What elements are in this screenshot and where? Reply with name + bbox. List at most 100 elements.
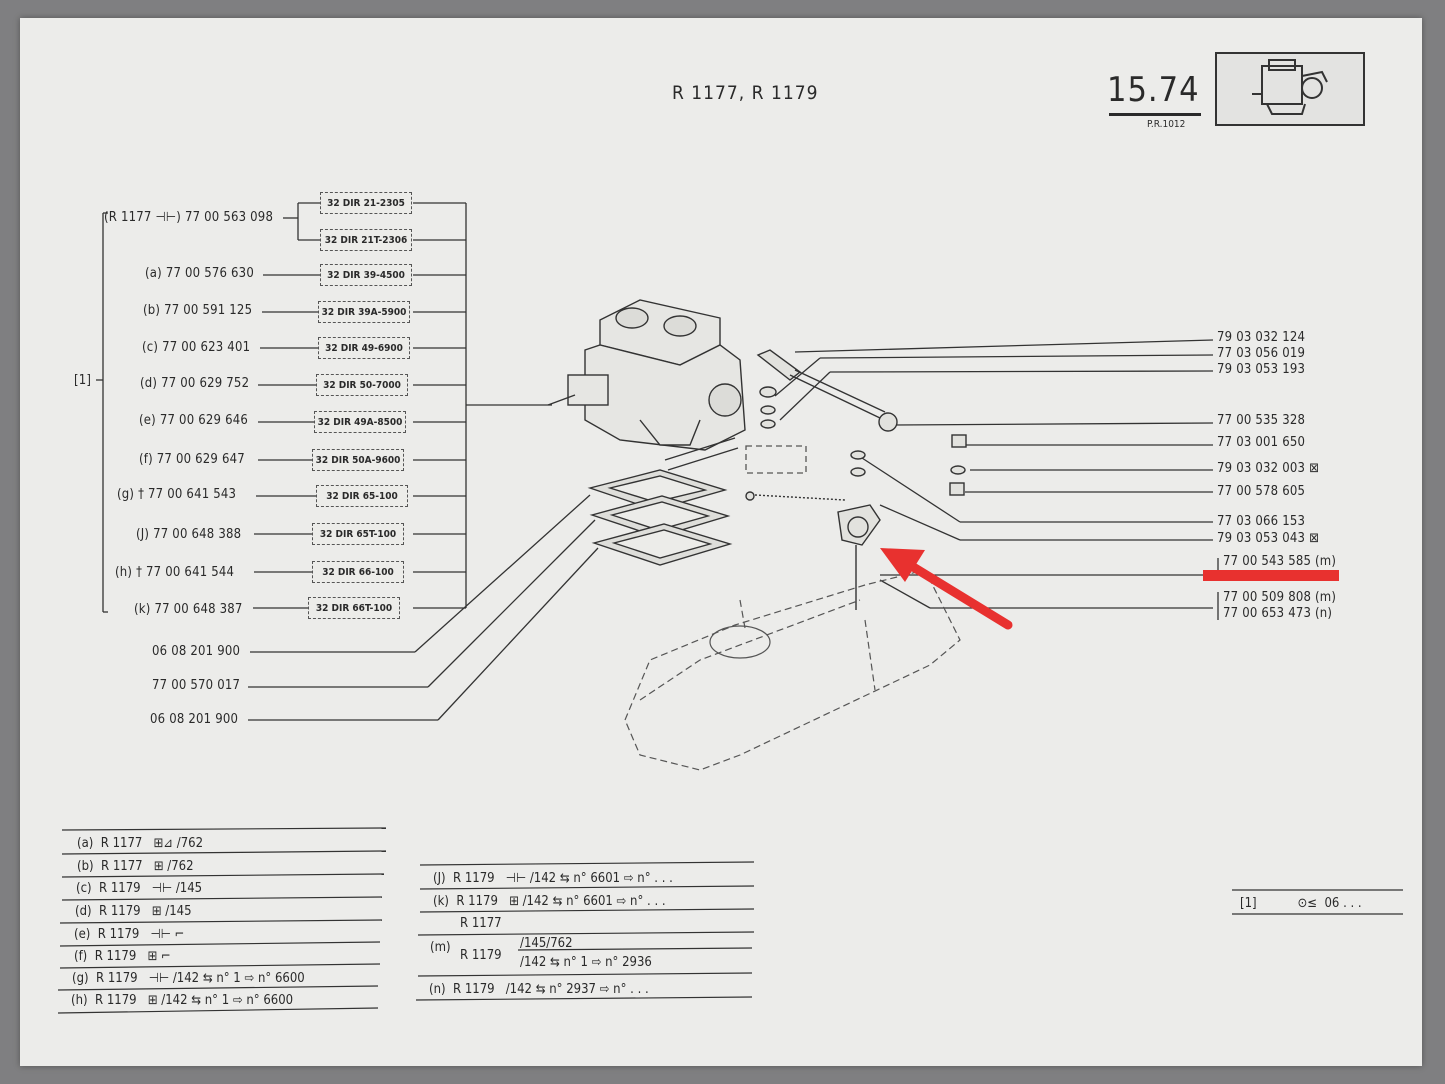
part-number-row: (h) † 77 00 641 544 bbox=[115, 565, 234, 580]
right-part-number: 77 03 001 650 bbox=[1217, 435, 1306, 450]
legend-spec: ⊞ /145 bbox=[151, 904, 192, 919]
part-number: 77 00 623 401 bbox=[162, 340, 251, 355]
legend-row: (k) R 1179 ⊞ /142 ⇆ n° 6601 ⇨ n° . . . bbox=[433, 894, 666, 909]
pr-code: P.R.1012 bbox=[1147, 119, 1186, 130]
red-highlight-bar bbox=[1203, 570, 1339, 581]
legend-spec: /145/762 bbox=[520, 936, 573, 951]
part-number-row: (a) 77 00 576 630 bbox=[145, 266, 254, 281]
legend-row: (d) R 1179 ⊞ /145 bbox=[75, 904, 192, 919]
right-part-number: 79 03 032 003 ⊠ bbox=[1217, 461, 1319, 476]
right-part-number: 77 00 578 605 bbox=[1217, 484, 1306, 499]
variant-key: (d) bbox=[140, 376, 158, 391]
legend-spec: ⊣⊢ ⌐ bbox=[150, 927, 185, 942]
legend-row: (a) R 1177 ⊞⊿ /762 bbox=[77, 836, 203, 851]
gasket-part-number: 06 08 201 900 bbox=[150, 712, 239, 727]
footer-ref: [1] ⊙≤ 06 . . . bbox=[1240, 896, 1362, 911]
legend-row: (h) R 1179 ⊞ /142 ⇆ n° 1 ⇨ n° 6600 bbox=[71, 993, 293, 1008]
part-number: 77 00 629 646 bbox=[159, 413, 248, 428]
variant-top-model: (R 1177 bbox=[104, 210, 152, 225]
legend-spec: /142 ⇆ n° 2937 ⇨ n° . . . bbox=[505, 982, 649, 997]
legend-spec: ⊣⊢ /142 ⇆ n° 6601 ⇨ n° . . . bbox=[505, 871, 673, 886]
legend-spec: ⊣⊢ /145 bbox=[151, 881, 203, 896]
part-number: 77 00 576 630 bbox=[165, 266, 254, 281]
right-part-number: 77 03 066 153 bbox=[1217, 514, 1306, 529]
legend-row: (c) R 1179 ⊣⊢ /145 bbox=[76, 881, 202, 896]
variant-top-suffix: ) bbox=[176, 210, 182, 225]
part-number: 79 03 053 043 bbox=[1217, 531, 1306, 546]
variant-key: (f) bbox=[139, 452, 153, 467]
dagger-icon: † bbox=[138, 487, 145, 502]
part-number: 77 00 648 388 bbox=[153, 527, 242, 542]
legend-key: (g) bbox=[72, 971, 89, 986]
red-arrow-icon bbox=[880, 548, 1013, 630]
dagger-icon: † bbox=[136, 565, 143, 580]
legend-key: (f) bbox=[74, 949, 88, 964]
part-number: 77 00 629 752 bbox=[161, 376, 250, 391]
legend-row: (b) R 1177 ⊞ /762 bbox=[77, 859, 194, 874]
legend-model: R 1177 bbox=[101, 859, 143, 874]
carb-box: 32 DIR 50-7000 bbox=[316, 374, 408, 396]
legend-key: (n) bbox=[429, 982, 446, 997]
variant-key: (k) bbox=[134, 602, 151, 617]
legend-model: R 1179 bbox=[94, 949, 137, 964]
gasket-part-number: 77 00 570 017 bbox=[152, 678, 241, 693]
legend-row: R 1177 bbox=[460, 916, 502, 931]
variant-key: (g) bbox=[117, 487, 135, 502]
variant-top-part: 77 00 563 098 bbox=[184, 210, 274, 225]
part-number: 77 00 641 544 bbox=[146, 565, 235, 580]
part-number-row: (c) 77 00 623 401 bbox=[142, 340, 250, 355]
part-number-row: (e) 77 00 629 646 bbox=[139, 413, 248, 428]
gasket-part-number: 06 08 201 900 bbox=[152, 644, 241, 659]
carb-box: 32 DIR 39-4500 bbox=[320, 264, 412, 286]
legend-key: (a) bbox=[77, 836, 94, 851]
carburetor-thumbnail-icon bbox=[1252, 59, 1328, 115]
part-number: 79 03 032 003 bbox=[1217, 461, 1306, 476]
legend-key: (d) bbox=[75, 904, 92, 919]
legend-model: R 1179 bbox=[99, 881, 141, 896]
legend-model: R 1179 bbox=[96, 971, 138, 986]
bracket-label: [1] bbox=[74, 373, 92, 388]
legend-model: R 1179 bbox=[99, 904, 141, 919]
legend-key: (b) bbox=[77, 859, 94, 874]
part-number-row: (k) 77 00 648 387 bbox=[134, 602, 243, 617]
part-number: 77 00 641 543 bbox=[148, 487, 237, 502]
legend-model: R 1179 bbox=[456, 894, 498, 909]
footer-key: [1] bbox=[1240, 896, 1257, 911]
legend-key: (J) bbox=[433, 871, 446, 886]
part-number-row: (d) 77 00 629 752 bbox=[140, 376, 249, 391]
right-part-number: 79 03 053 193 bbox=[1217, 362, 1306, 377]
legend-key-m: (m) bbox=[430, 940, 451, 955]
boxed-x-icon: ⊠ bbox=[1309, 531, 1320, 546]
legend-spec: ⊞ ⌐ bbox=[147, 949, 171, 964]
variant-key: (J) bbox=[136, 527, 150, 542]
part-number-row: (b) 77 00 591 125 bbox=[143, 303, 252, 318]
variant-key: (c) bbox=[142, 340, 159, 355]
right-part-number: 77 00 535 328 bbox=[1217, 413, 1306, 428]
variant-key: (b) bbox=[143, 303, 161, 318]
page-number: 15.74 bbox=[1107, 70, 1200, 110]
variant-key: (a) bbox=[145, 266, 162, 281]
legend-spec: ⊞ /142 ⇆ n° 1 ⇨ n° 6600 bbox=[147, 993, 294, 1008]
carb-box: 32 DIR 66-100 bbox=[312, 561, 404, 583]
part-number-row: (g) † 77 00 641 543 bbox=[117, 487, 236, 502]
right-part-number: 77 03 056 019 bbox=[1217, 346, 1306, 361]
legend-key: (c) bbox=[76, 881, 92, 896]
right-part-number: 77 00 653 473 (n) bbox=[1223, 606, 1333, 621]
legend-spec: ⊣⊢ /142 ⇆ n° 1 ⇨ n° 6600 bbox=[148, 971, 305, 986]
carb-box: 32 DIR 65T-100 bbox=[312, 523, 404, 545]
part-number: 77 00 591 125 bbox=[164, 303, 253, 318]
legend-row: (n) R 1179 /142 ⇆ n° 2937 ⇨ n° . . . bbox=[429, 982, 649, 997]
legend-spec: ⊞⊿ /762 bbox=[153, 836, 204, 851]
legend-model: R 1179 bbox=[452, 982, 495, 997]
variant-key: (e) bbox=[139, 413, 156, 428]
legend-model: R 1177 bbox=[460, 916, 502, 931]
carburetor-thumbnail bbox=[1215, 52, 1365, 126]
carb-box: 32 DIR 39A-5900 bbox=[318, 301, 410, 323]
footer-text: 06 . . . bbox=[1324, 896, 1362, 911]
legend-model: R 1179 bbox=[453, 871, 495, 886]
carb-box: 32 DIR 21T-2306 bbox=[320, 229, 412, 251]
carb-box: 32 DIR 49A-8500 bbox=[314, 411, 406, 433]
carb-box: 32 DIR 65-100 bbox=[316, 485, 408, 507]
carb-box: 32 DIR 50A-9600 bbox=[312, 449, 404, 471]
